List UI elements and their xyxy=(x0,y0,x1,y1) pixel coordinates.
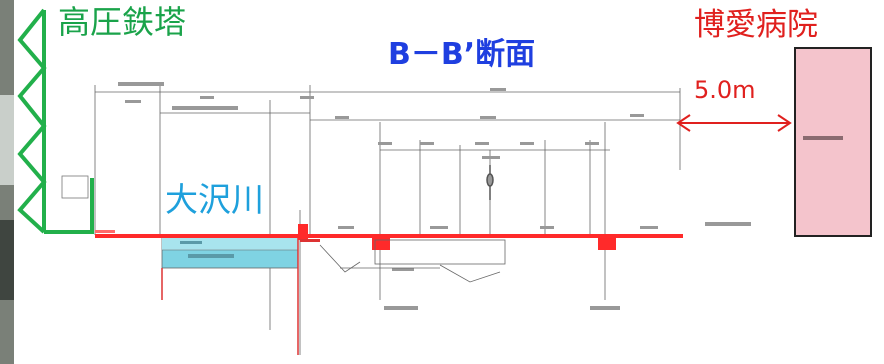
survey-box xyxy=(61,175,89,199)
distance-label: 5.0m xyxy=(694,76,756,104)
distance-arrow xyxy=(676,114,792,132)
street-lamp xyxy=(486,165,494,200)
power-tower-symbol xyxy=(17,8,94,234)
hospital-label: 博愛病院 xyxy=(694,7,818,43)
embankment-line xyxy=(95,224,683,250)
river-channel xyxy=(161,237,299,355)
left-photo-strip xyxy=(0,0,14,364)
underground-structure xyxy=(319,239,606,300)
hospital-building xyxy=(794,47,872,237)
tower-label: 高圧鉄塔 xyxy=(58,3,187,41)
section-title: B－B’断面 xyxy=(388,37,536,72)
dimension-lines xyxy=(94,85,681,355)
drawing-annotations xyxy=(118,82,751,310)
river-label: 大沢川 xyxy=(165,180,264,219)
